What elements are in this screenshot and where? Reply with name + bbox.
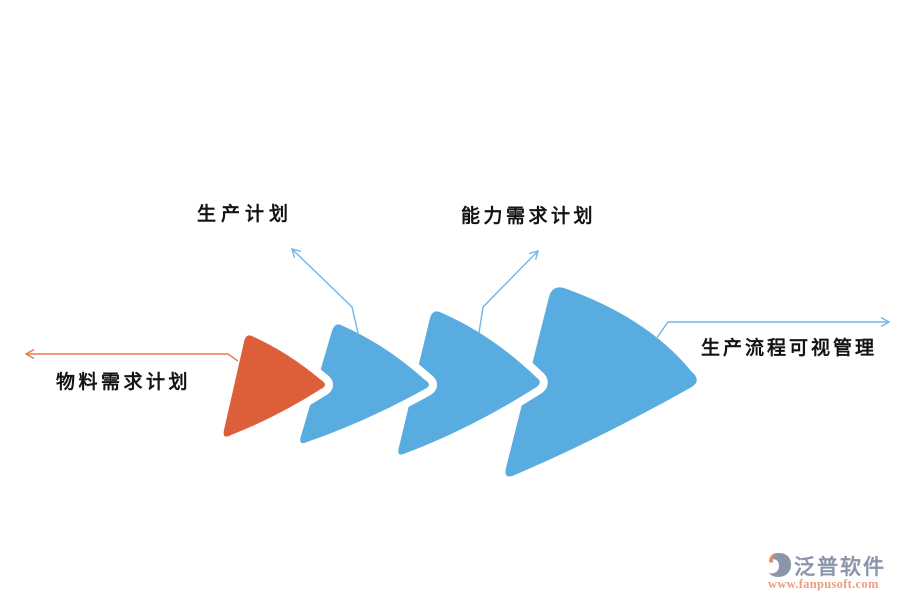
chevron-material-requirements-plan [215, 327, 333, 445]
chevron-capacity-requirements-plan [390, 303, 548, 463]
label-production-plan: 生产计划 [197, 204, 294, 225]
label-material-requirements-plan: 物料需求计划 [56, 372, 192, 393]
connector-capacity-plan-line [478, 249, 540, 334]
connector-material-plan-line [24, 348, 239, 362]
chevron-production-process [497, 279, 705, 485]
watermark: 泛普软件 www.fanpusoft.com [768, 551, 893, 593]
fanpu-logo-icon [769, 552, 791, 577]
watermark-brand: 泛普软件 [794, 556, 886, 579]
label-capacity-requirements-plan: 能力需求计划 [461, 206, 597, 227]
chevron-production-plan [292, 316, 437, 452]
connector-visual-mgmt-line [655, 316, 891, 340]
connector-production-plan-line [290, 248, 359, 334]
watermark-url: www.fanpusoft.com [768, 577, 879, 591]
label-production-process-visual-management: 生产流程可视管理 [701, 338, 878, 359]
